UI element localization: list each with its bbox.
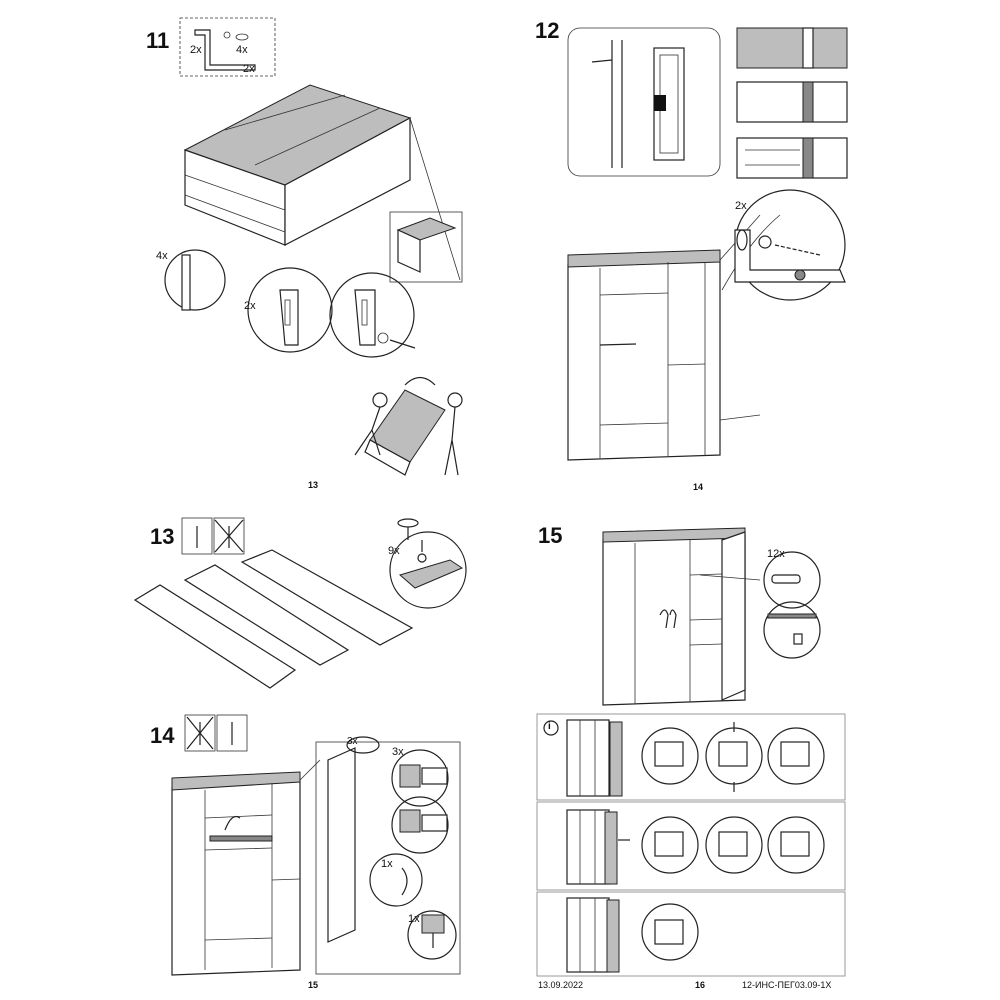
step-15-number: 15 — [538, 523, 563, 548]
step-14-number: 14 — [150, 723, 175, 748]
step-11-clips-qty: 4x — [156, 250, 168, 262]
step-14-knob-qty: 1x — [408, 913, 420, 925]
step-11-parts-qty-3: 2x — [243, 63, 255, 75]
step-12-bracket-qty: 2x — [735, 200, 747, 212]
step-14-hinge-detail-qty: 3x — [392, 746, 404, 758]
info-icon: i — [548, 721, 551, 732]
step-12-number: 12 — [535, 18, 560, 43]
page-number-16: 16 — [695, 980, 706, 990]
step-13-screws-qty: 9x — [388, 545, 400, 557]
step-13-number: 13 — [150, 524, 175, 549]
footer-doc-code: 12-ИНС-ПЕГ03.09-1Х — [742, 980, 832, 990]
page-number-14: 14 — [693, 482, 704, 492]
step-15-pins-qty: 12x — [767, 548, 785, 560]
step-11-parts-qty-1: 2x — [190, 44, 202, 56]
footer-date: 13.09.2022 — [538, 980, 584, 990]
step-14-hinges-qty: 3x — [347, 736, 358, 747]
step-11-number: 11 — [146, 28, 170, 53]
step-14-handle-qty: 1x — [381, 858, 393, 870]
step-11-parts-qty-2: 4x — [236, 44, 248, 56]
page-number-13: 13 — [308, 480, 319, 490]
page-number-15: 15 — [308, 980, 319, 990]
step-11-bracket-qty: 2x — [244, 300, 256, 312]
